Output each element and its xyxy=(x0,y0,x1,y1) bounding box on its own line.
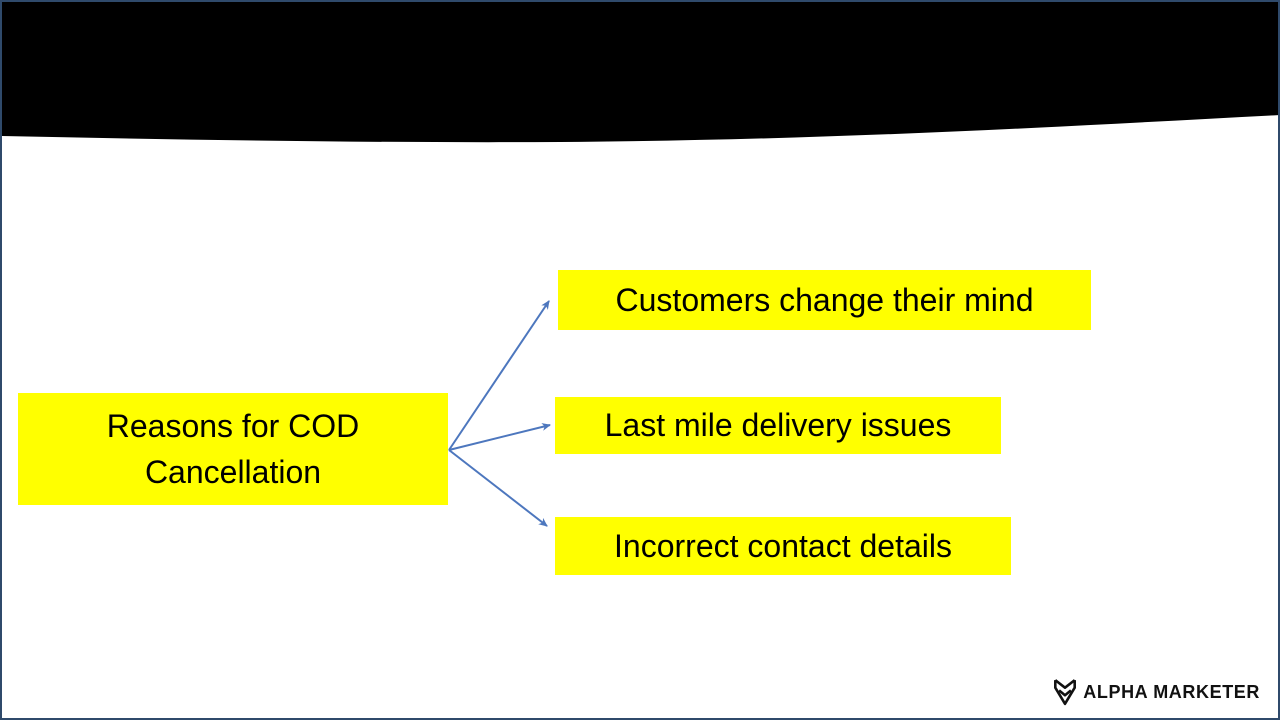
connector-arrow xyxy=(448,423,551,451)
header-curve-shape xyxy=(2,2,1278,143)
brand-logo-text: ALPHA MARKETER xyxy=(1083,681,1260,702)
brand-logo: ALPHA MARKETER xyxy=(1052,678,1260,706)
chevron-shield-icon xyxy=(1052,678,1078,706)
branch-box-customers-change-mind: Customers change their mind xyxy=(558,270,1091,330)
connector-arrow xyxy=(448,449,548,527)
branch-box-last-mile-delivery: Last mile delivery issues xyxy=(555,397,1001,454)
connector-arrow xyxy=(448,300,550,451)
root-topic-box: Reasons for COD Cancellation xyxy=(18,393,448,505)
branch-box-incorrect-contact: Incorrect contact details xyxy=(555,517,1011,575)
